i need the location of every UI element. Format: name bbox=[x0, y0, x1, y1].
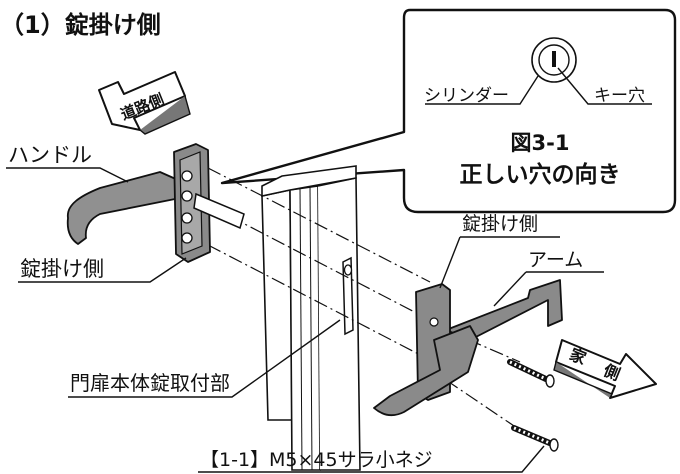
handle-assembly bbox=[66, 143, 245, 263]
alignment-line bbox=[207, 204, 431, 321]
handle-leader-line bbox=[6, 167, 129, 183]
arm-leader bbox=[493, 271, 527, 307]
gate-mount-label: 門扉本体錠取付部 bbox=[70, 371, 230, 395]
screw-head bbox=[545, 374, 555, 388]
screw-hole bbox=[181, 232, 193, 244]
house-side-arrow-shadow bbox=[553, 361, 613, 399]
screw-thread bbox=[513, 426, 553, 446]
gate-post-groove bbox=[299, 187, 303, 471]
alignment-line bbox=[445, 379, 521, 431]
screw-hole bbox=[181, 212, 193, 224]
road-side-arrow-shadow bbox=[139, 95, 191, 135]
house-side-arrow-shape bbox=[555, 339, 657, 399]
screw-hole bbox=[181, 190, 193, 202]
gate-mount-leader bbox=[68, 319, 341, 398]
gate-post-side-face bbox=[317, 177, 361, 471]
gate-post bbox=[261, 165, 361, 471]
gate-post-left-face bbox=[261, 189, 293, 421]
screw-thread bbox=[509, 360, 549, 382]
handle-spindle bbox=[193, 192, 245, 230]
alignment-line bbox=[207, 244, 431, 361]
house-side-arrow: 家 側 bbox=[553, 339, 657, 399]
road-side-arrow: 道路側 bbox=[98, 71, 191, 135]
screw-label: 【1-1】M5×45サラ小ネジ bbox=[200, 449, 433, 471]
screws bbox=[507, 359, 559, 452]
arm bbox=[445, 279, 563, 341]
key-hole-leader-line bbox=[557, 67, 652, 105]
gate-post-top bbox=[261, 165, 357, 197]
handle-lever bbox=[66, 171, 181, 245]
screw-hole bbox=[429, 317, 439, 327]
screw-head bbox=[549, 438, 559, 452]
cylinder-leader-line bbox=[425, 75, 539, 105]
figure-number: 図3-1 bbox=[511, 131, 570, 155]
lock-side-right-label: 錠掛け側 bbox=[462, 213, 538, 235]
lever-handle bbox=[373, 325, 479, 417]
key-hole-slot bbox=[552, 51, 556, 67]
handle-label: ハンドル bbox=[8, 143, 92, 167]
callout-box: シリンダー キー穴 図3-1 正しい穴の向き bbox=[220, 8, 677, 214]
cylinder-label: シリンダー bbox=[424, 86, 509, 106]
screw-hole bbox=[181, 170, 193, 182]
mount-slot bbox=[342, 256, 354, 336]
figure-caption: 正しい穴の向き bbox=[460, 161, 621, 188]
screw-leader bbox=[198, 445, 545, 473]
key-hole-label: キー穴 bbox=[594, 86, 645, 106]
section-title: （1）錠掛け側 bbox=[0, 11, 161, 39]
lock-side-left-leader bbox=[18, 257, 187, 283]
mount-hole bbox=[343, 264, 353, 276]
lock-side-left-label: 錠掛け側 bbox=[20, 257, 104, 281]
gate-post-front-face bbox=[289, 185, 321, 471]
strike-assembly bbox=[373, 279, 563, 417]
arm-label: アーム bbox=[528, 249, 583, 271]
gate-post-groove bbox=[309, 185, 313, 471]
alignment-line bbox=[207, 167, 431, 283]
house-side-label-2: 側 bbox=[600, 360, 623, 384]
lock-side-right-leader bbox=[439, 236, 461, 289]
